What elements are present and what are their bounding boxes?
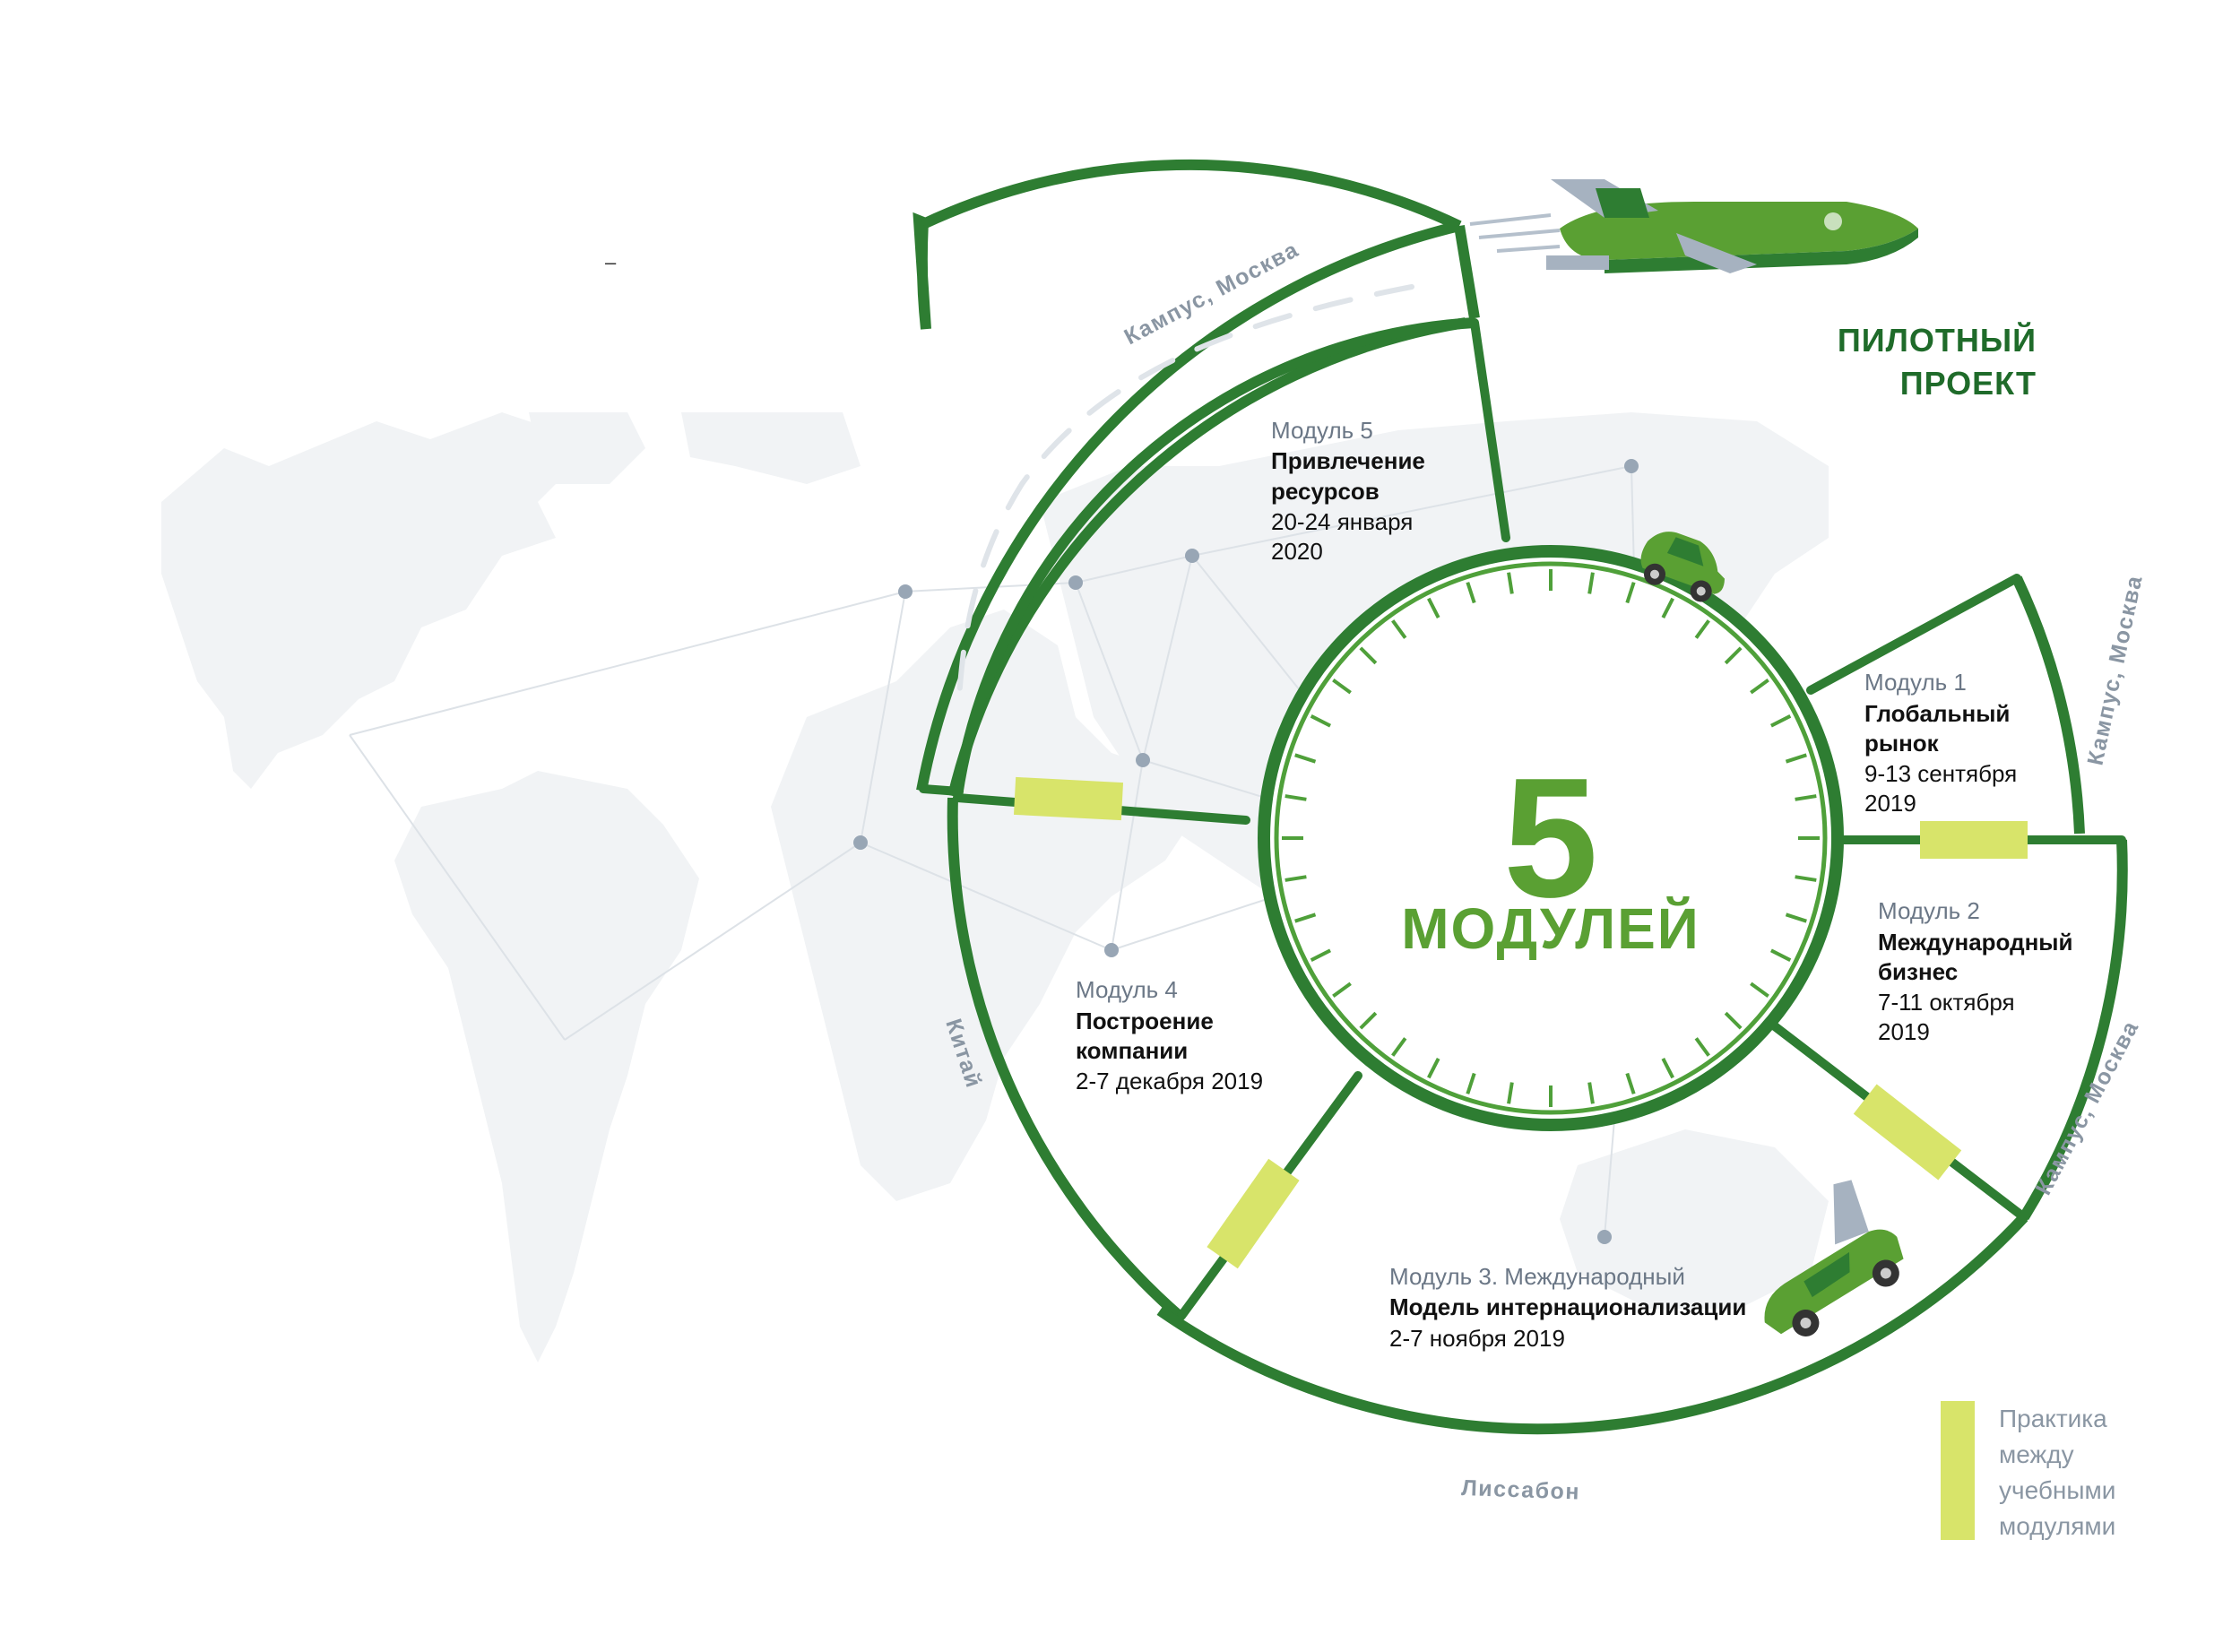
dial-tick xyxy=(1507,1082,1514,1104)
dial-tick xyxy=(1359,1011,1378,1030)
dial-tick xyxy=(1625,582,1636,604)
dial-tick xyxy=(1795,875,1817,882)
band-2-outer xyxy=(2019,839,2128,1221)
band-3-outer xyxy=(1156,1213,2028,1435)
legend-line3: учебными xyxy=(1999,1476,2115,1504)
module-3-number: Модуль 3. Международный xyxy=(1389,1263,1685,1290)
legend-swatch xyxy=(1941,1401,1975,1540)
band-5-arc-inner xyxy=(952,317,1475,797)
module-3-date: 2-7 ноября 2019 xyxy=(1389,1325,1565,1352)
dial-tick xyxy=(1391,1037,1407,1057)
module-4-title-line2: компании xyxy=(1076,1037,1188,1064)
dial-tick xyxy=(1332,679,1352,695)
center-number: 5 xyxy=(1503,743,1598,933)
center-word: МОДУЛЕЙ xyxy=(1401,895,1700,961)
car-icon xyxy=(1640,532,1726,602)
dial-tick xyxy=(1785,912,1807,923)
module-1-date-line2: 2019 xyxy=(1864,790,1916,817)
module-4-number: Модуль 4 xyxy=(1076,976,1178,1003)
module-2-title-line2: бизнес xyxy=(1878,958,1958,985)
dial-tick xyxy=(1625,1072,1636,1094)
band-4-outer xyxy=(947,797,1185,1322)
dial-tick xyxy=(1427,597,1440,618)
dial-tick xyxy=(1294,753,1317,764)
pilot-label-line1: ПИЛОТНЫЙ xyxy=(1838,321,2037,359)
dial-tick xyxy=(1661,1058,1674,1079)
module-3-title: Модель интернационализации xyxy=(1389,1293,1746,1320)
flight-path-dashed xyxy=(956,284,1414,702)
center-dial xyxy=(1258,545,1844,1131)
header-dash: – xyxy=(605,251,617,273)
dial-tick xyxy=(1310,714,1331,728)
dial-tick xyxy=(1770,714,1792,728)
dial-tick xyxy=(1427,1058,1440,1079)
module-2-date-line2: 2019 xyxy=(1878,1018,1930,1045)
module-3-label: Модуль 3. Международный Модель интернаци… xyxy=(1389,1263,1746,1352)
location-lisbon: Лиссабон xyxy=(1461,1475,1581,1505)
legend: Практика между учебными модулями xyxy=(1941,1401,2115,1540)
module-1-title-line1: Глобальный xyxy=(1864,700,2010,727)
module-4-label: Модуль 4 Построение компании 2-7 декабря… xyxy=(1076,976,1263,1094)
legend-line1: Практика xyxy=(1999,1405,2107,1432)
car-plane-icon xyxy=(1764,1180,1904,1336)
legend-line4: модулями xyxy=(1999,1512,2115,1540)
module-5-date-line2: 2020 xyxy=(1271,538,1323,565)
module-segments xyxy=(913,159,2128,1435)
band-1-outer xyxy=(2011,575,2085,835)
module-5-number: Модуль 5 xyxy=(1271,417,1373,444)
dial-tick xyxy=(1587,572,1595,594)
dial-tick xyxy=(1750,679,1769,695)
module-1-title-line2: рынок xyxy=(1864,730,1940,757)
module-4-title-line1: Построение xyxy=(1076,1008,1214,1034)
dial-tick xyxy=(1694,619,1710,639)
module-2-label: Модуль 2 Международный бизнес 7-11 октяб… xyxy=(1878,897,2072,1045)
dial-tick xyxy=(1724,646,1743,665)
module-1-number: Модуль 1 xyxy=(1864,669,1967,696)
module-2-number: Модуль 2 xyxy=(1878,897,1980,924)
module-1-label: Модуль 1 Глобальный рынок 9-13 сентября … xyxy=(1864,669,2017,817)
location-kampus-right-top: Кампус, Москва xyxy=(2082,573,2147,767)
dial-tick xyxy=(1294,912,1317,923)
legend-line2: между xyxy=(1999,1440,2074,1468)
dial-tick xyxy=(1507,572,1514,594)
module-2-title-line1: Международный xyxy=(1878,929,2072,956)
dial-tick xyxy=(1391,619,1407,639)
module-2-date-line1: 7-11 октября xyxy=(1878,989,2015,1016)
outer-arc-band-5 xyxy=(916,221,1461,792)
segment-module-5 xyxy=(913,212,931,330)
dial-tick xyxy=(1466,582,1476,604)
module-5-title-line1: Привлечение xyxy=(1271,447,1425,474)
dial-tick xyxy=(1332,982,1352,998)
dial-tick xyxy=(1694,1037,1710,1057)
location-kampus-right-bottom: Кампус, Москва xyxy=(2031,1016,2144,1199)
module-4-date: 2-7 декабря 2019 xyxy=(1076,1068,1263,1094)
dial-tick xyxy=(1770,948,1792,962)
pilot-label-line2: ПРОЕКТ xyxy=(1900,365,2037,402)
practice-blocks xyxy=(1013,776,2028,1269)
module-1-date-line1: 9-13 сентября xyxy=(1864,760,2017,787)
dial-tick xyxy=(1284,794,1307,801)
dial-tick xyxy=(1724,1011,1743,1030)
module-5-label: Модуль 5 Привлечение ресурсов 20-24 янва… xyxy=(1271,417,1425,565)
airplane-icon xyxy=(1469,179,1918,273)
dial-tick xyxy=(1750,982,1769,998)
dial-tick xyxy=(1785,753,1807,764)
dial-tick xyxy=(1587,1082,1595,1104)
dial-tick xyxy=(1661,597,1674,618)
module-5-title-line2: ресурсов xyxy=(1271,478,1380,505)
dial-tick xyxy=(1284,875,1307,882)
dial-tick xyxy=(1359,646,1378,665)
dial-tick xyxy=(1795,794,1817,801)
module-5-date-line1: 20-24 января xyxy=(1271,508,1413,535)
dial-tick xyxy=(1310,948,1331,962)
dial-tick xyxy=(1466,1072,1476,1094)
